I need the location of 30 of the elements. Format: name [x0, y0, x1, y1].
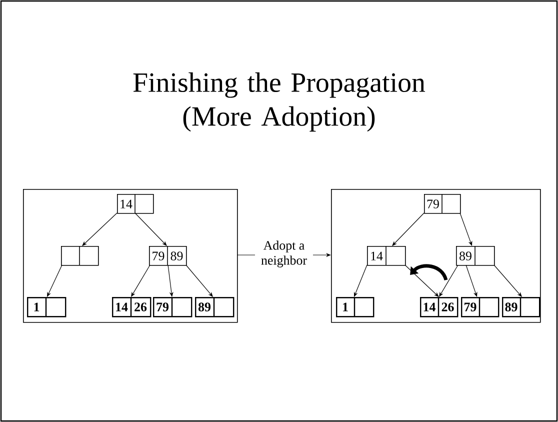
- arrow: [392, 212, 424, 246]
- tree-panel: [23, 189, 238, 323]
- arrow: [134, 212, 167, 246]
- arrow: [494, 264, 522, 297]
- arrow: [460, 212, 472, 246]
- tree-node: 1: [27, 297, 66, 318]
- arrow: [131, 264, 150, 297]
- title: Finishing the Propagation (More Adoption): [133, 72, 426, 132]
- arrow: [82, 212, 118, 246]
- arrow: [354, 264, 368, 297]
- edge-label: Adopt a neighbor: [255, 240, 313, 268]
- tree-node: 79: [153, 297, 192, 318]
- tree-node: 1: [336, 297, 374, 318]
- tree-node: 89: [195, 297, 234, 318]
- tree-node: 79 89: [149, 246, 187, 266]
- arrow: [186, 264, 213, 297]
- tree-node: 89: [456, 246, 495, 266]
- tree-node: 14: [117, 194, 154, 214]
- arrow: [47, 264, 62, 297]
- tree-node: 89: [502, 297, 540, 318]
- tree-node: 14 26: [420, 297, 458, 318]
- tree-node: 14: [367, 246, 406, 266]
- tree-panel: [331, 189, 541, 323]
- tree-node: [61, 246, 99, 266]
- arrow: [439, 264, 458, 297]
- tree-node: 14 26: [112, 297, 152, 318]
- arrow: [466, 264, 478, 297]
- arrow: [404, 264, 439, 297]
- tree-node: 79: [424, 194, 461, 214]
- tree-node: 79: [461, 297, 500, 318]
